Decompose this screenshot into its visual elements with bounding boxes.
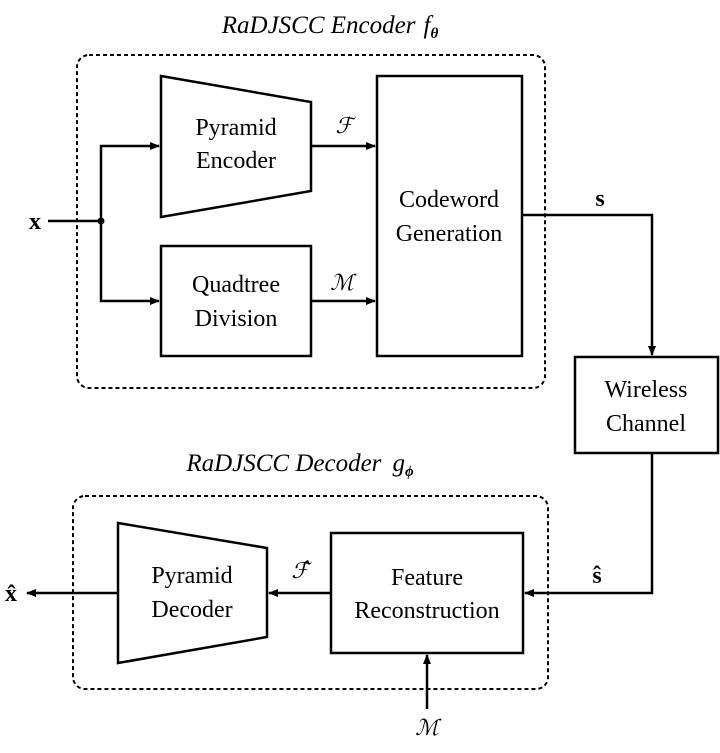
codeword-generation-block — [375, 74, 524, 358]
arrow-s-hat-to-decoder — [524, 453, 654, 597]
arrow-to-quadtree — [99, 221, 160, 305]
codeword-label-2: Generation — [396, 221, 503, 247]
feature-recon-label-1: Feature — [391, 565, 463, 591]
s-hat-label: ŝ — [592, 563, 601, 589]
quadtree-label-2: Division — [195, 306, 278, 332]
channel-label-2: Channel — [606, 411, 686, 437]
codeword-label-1: Codeword — [399, 187, 499, 213]
feature-symbol: ℱ — [335, 114, 356, 139]
channel-label-1: Wireless — [604, 377, 687, 403]
quadtree-division-block — [159, 244, 313, 358]
pyramid-decoder-block — [116, 521, 269, 665]
input-x-label: x — [29, 209, 41, 235]
pyramid-decoder-label-2: Decoder — [151, 597, 232, 623]
x-hat-label: x̂ — [5, 581, 17, 607]
s-label: s — [595, 186, 604, 212]
quadtree-label-1: Quadtree — [192, 272, 280, 298]
feature-reconstruction-block — [329, 531, 525, 655]
pyramid-encoder-label-2: Encoder — [196, 148, 276, 174]
pyramid-decoder-label-1: Pyramid — [151, 563, 232, 589]
wireless-channel-block — [573, 355, 720, 455]
mask-symbol: ℳ — [330, 271, 357, 296]
pyramid-encoder-label-1: Pyramid — [195, 115, 276, 141]
feature-hat-symbol: ℱ̂ — [291, 559, 312, 584]
arrow-to-pyramid-encoder — [99, 142, 160, 221]
decoder-mask-symbol: ℳ — [415, 716, 442, 741]
pyramid-encoder-block — [159, 74, 313, 219]
arrow-s-to-channel — [522, 213, 656, 356]
feature-recon-label-2: Reconstruction — [354, 598, 499, 624]
